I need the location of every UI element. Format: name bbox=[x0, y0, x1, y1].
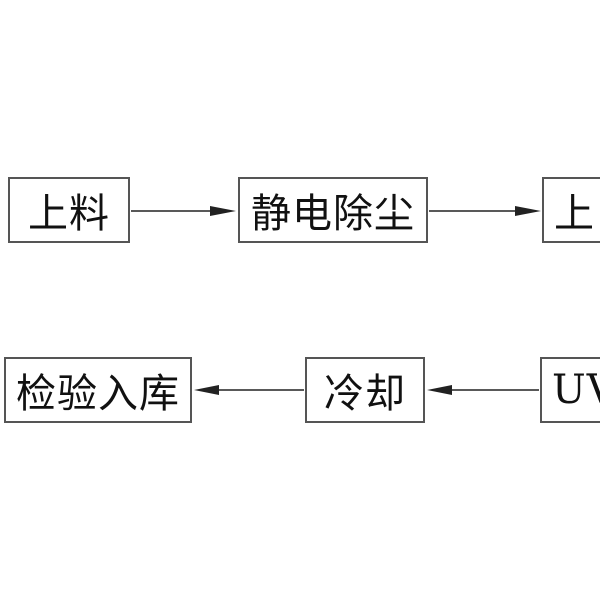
step-uv-label: UV bbox=[552, 367, 600, 413]
step-uv-box: UV bbox=[540, 357, 600, 423]
step-inspection-storage-label: 检验入库 bbox=[16, 371, 180, 417]
step-loading-box: 上料 bbox=[8, 177, 130, 243]
arrow-dust-removal-to-coating bbox=[429, 206, 541, 216]
arrow-head bbox=[210, 206, 236, 216]
arrow-head bbox=[515, 206, 541, 216]
step-loading-label: 上料 bbox=[28, 191, 110, 237]
step-coating-box: 上 bbox=[542, 177, 600, 243]
step-cooling-label: 冷却 bbox=[324, 371, 406, 417]
arrow-head bbox=[194, 385, 219, 395]
arrow-head bbox=[427, 385, 452, 395]
arrow-uv-to-cooling bbox=[427, 385, 539, 395]
arrow-cooling-to-inspection bbox=[194, 385, 304, 395]
step-cooling-box: 冷却 bbox=[305, 357, 425, 423]
step-coating-label: 上 bbox=[554, 191, 595, 237]
arrow-loading-to-dust-removal bbox=[131, 206, 236, 216]
step-electrostatic-dust-removal-box: 静电除尘 bbox=[238, 177, 428, 243]
step-inspection-storage-box: 检验入库 bbox=[4, 357, 192, 423]
step-electrostatic-dust-removal-label: 静电除尘 bbox=[251, 191, 415, 237]
